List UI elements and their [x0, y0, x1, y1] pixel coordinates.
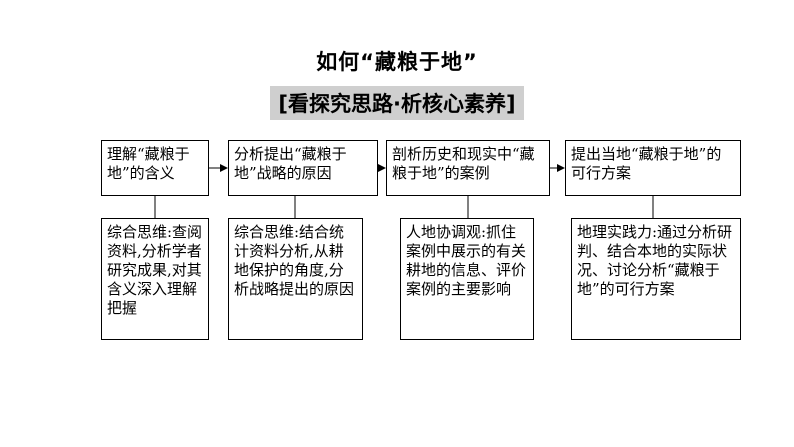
step-box-1: 理解“藏粮于地”的含义: [101, 140, 209, 196]
detail-box-2: 综合思维:结合统计资料分析,从耕地保护的角度,分析战略提出的原因: [228, 218, 363, 340]
step-box-4: 提出当地“藏粮于地”的可行方案: [565, 140, 741, 196]
page-title: 如何“藏粮于地”: [316, 50, 478, 74]
detail-box-3: 人地协调观:抓住案例中展示的有关耕地的信息、评价案例的主要影响: [400, 218, 534, 340]
subtitle-container: [看探究思路·析核心素养]: [0, 86, 794, 120]
page-subtitle: [看探究思路·析核心素养]: [270, 86, 524, 120]
detail-box-1: 综合思维:查阅资料,分析学者研究成果,对其含义深入理解把握: [101, 218, 209, 340]
detail-box-4: 地理实践力:通过分析研判、结合本地的实际状况、讨论分析“藏粮于地”的可行方案: [571, 218, 741, 340]
step-box-2: 分析提出“藏粮于地”战略的原因: [228, 140, 378, 196]
step-box-3: 剖析历史和现实中“藏粮于地”的案例: [386, 140, 550, 196]
